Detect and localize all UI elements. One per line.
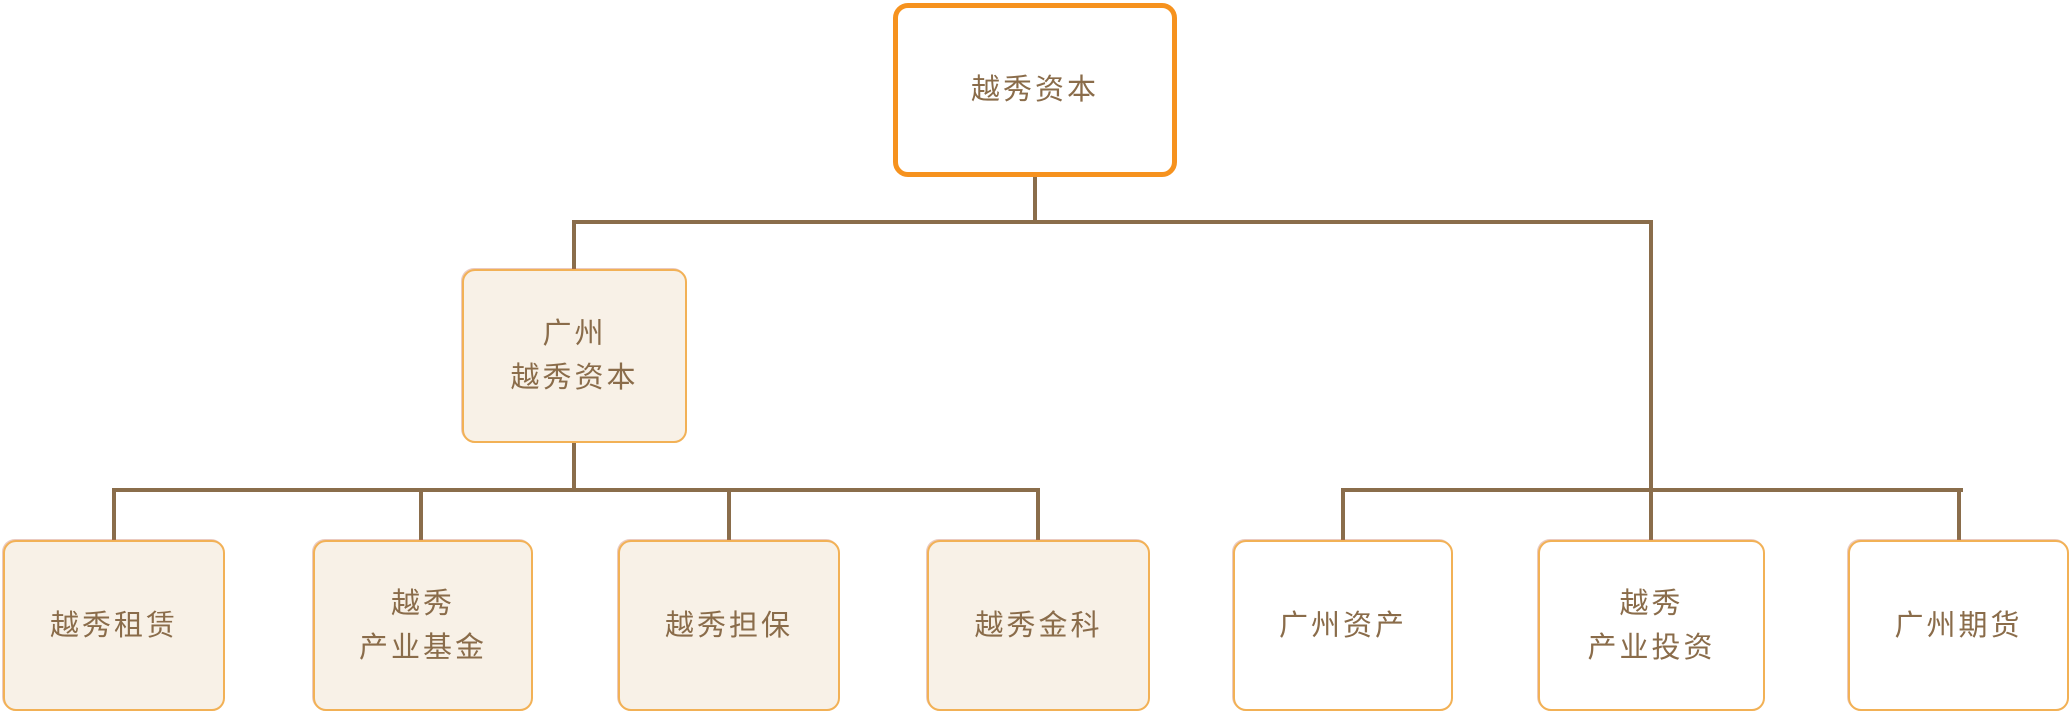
org-node-yuexiu-leasing: 越秀租赁: [3, 540, 225, 711]
connector-left-branch-drop: [572, 220, 576, 270]
org-node-yuexiu-industrial-investment: 越秀 产业投资: [1538, 540, 1765, 711]
connector-right-children-bus: [1341, 488, 1963, 492]
org-node-label: 广州 越秀资本: [510, 318, 639, 394]
org-node-guangzhou-yuexiu-capital: 广州 越秀资本: [462, 269, 687, 443]
org-node-label: 越秀 产业投资: [1587, 587, 1716, 664]
org-node-label: 广州资产: [1278, 609, 1407, 642]
connector-drop-industrial-fund: [419, 488, 423, 542]
org-node-yuexiu-fintech: 越秀金科: [927, 540, 1150, 711]
org-node-label: 越秀担保: [664, 609, 793, 642]
connector-root-drop: [1033, 177, 1037, 224]
org-node-guangzhou-futures: 广州期货: [1848, 540, 2069, 711]
connector-level1-bus: [572, 220, 1653, 224]
connector-right-branch-drop: [1649, 220, 1653, 542]
org-node-label: 越秀租赁: [49, 609, 178, 642]
org-node-yuexiu-guarantee: 越秀担保: [618, 540, 840, 711]
org-node-label: 越秀资本: [970, 74, 1099, 106]
connector-drop-guangzhou-asset: [1341, 488, 1345, 542]
org-node-label: 广州期货: [1894, 609, 2023, 642]
org-node-yuexiu-capital: 越秀资本: [893, 3, 1177, 177]
org-node-yuexiu-industrial-fund: 越秀 产业基金: [313, 540, 533, 711]
org-node-label: 越秀金科: [974, 609, 1103, 642]
connector-drop-guangzhou-futures: [1957, 488, 1961, 542]
connector-left-children-bus: [112, 488, 1040, 492]
connector-drop-yuexiu-fintech: [1036, 488, 1040, 542]
connector-drop-yuexiu-guarantee: [727, 488, 731, 542]
connector-gz-yuexiu-capital-drop: [572, 443, 576, 492]
org-node-guangzhou-asset: 广州资产: [1233, 540, 1453, 711]
connector-drop-yuexiu-leasing: [112, 488, 116, 542]
org-node-label: 越秀 产业基金: [358, 587, 487, 664]
